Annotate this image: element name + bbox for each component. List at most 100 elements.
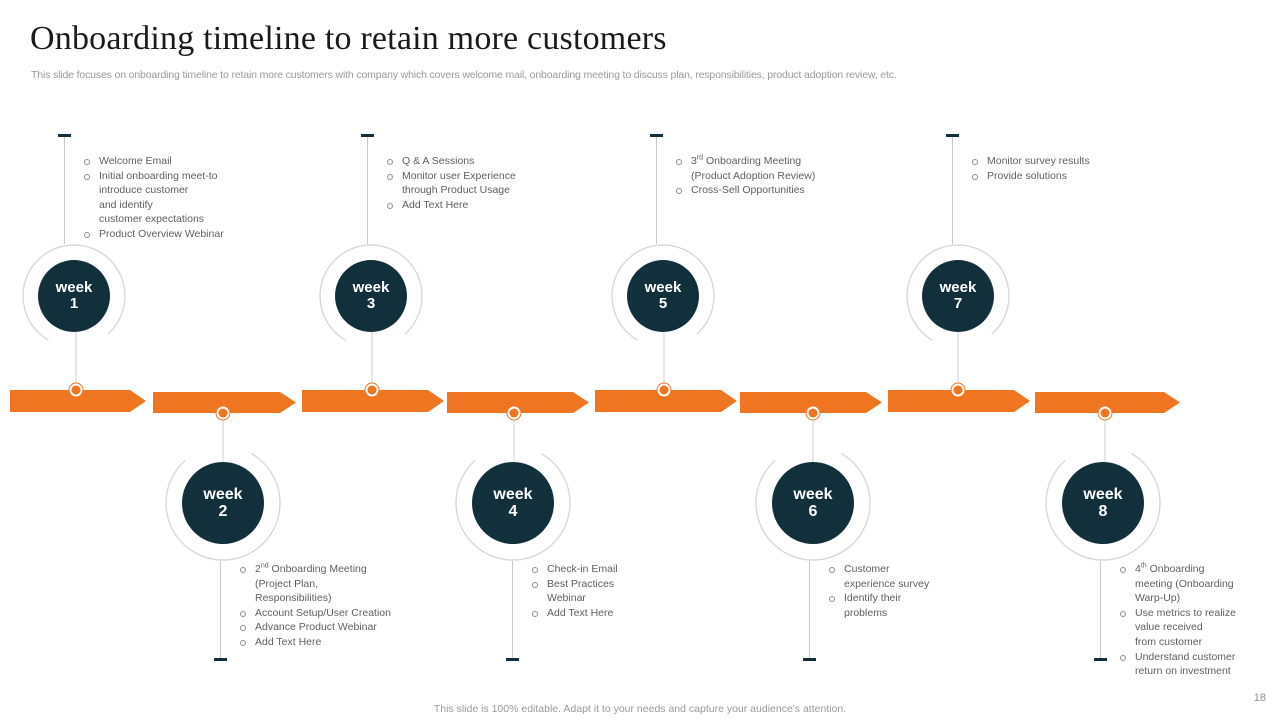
- week-node-ring: [906, 244, 1010, 348]
- bullet-item: Monitor survey results: [970, 154, 1170, 169]
- timeline-segment: [1035, 392, 1180, 413]
- page-subtitle: This slide focuses on onboarding timelin…: [31, 69, 897, 81]
- week-badge-number: 4: [508, 503, 518, 520]
- week-node-ring: [1045, 445, 1161, 561]
- bullet-item: Best Practices Webinar: [530, 577, 730, 606]
- list-rail-cap: [650, 134, 663, 137]
- week-badge-label: week: [939, 278, 977, 296]
- week-badge-label: week: [352, 278, 390, 296]
- timeline-segment: [595, 390, 737, 412]
- week-node-ring: [165, 445, 281, 561]
- list-rail: [512, 561, 513, 660]
- list-rail: [64, 136, 65, 244]
- bullet-item: 4th Onboarding meeting (Onboarding Warp-…: [1118, 562, 1280, 606]
- bullet-item: Add Text Here: [238, 635, 453, 650]
- bullet-item: Add Text Here: [530, 606, 730, 621]
- week-badge-label: week: [793, 485, 833, 503]
- bullet-item: Initial onboarding meet-to introduce cus…: [82, 169, 292, 227]
- milestone-dot: [218, 408, 228, 418]
- week-badge-label: week: [55, 278, 93, 296]
- bullet-item: Q & A Sessions: [385, 154, 600, 169]
- timeline-segment: [153, 392, 296, 413]
- bullet-item: 2nd Onboarding Meeting (Project Plan, Re…: [238, 562, 453, 606]
- bullet-item: Understand customer return on investment: [1118, 650, 1280, 679]
- timeline-segment: [302, 390, 444, 412]
- milestone-dot: [1100, 408, 1110, 418]
- week-2-bullet-list: 2nd Onboarding Meeting (Project Plan, Re…: [238, 562, 453, 650]
- ordinal-superscript: rd: [696, 154, 704, 162]
- list-rail: [952, 136, 953, 244]
- milestone-dot: [808, 408, 818, 418]
- bullet-item: Monitor user Experience through Product …: [385, 169, 600, 198]
- page-number: 18: [1253, 692, 1266, 704]
- week-badge-label: week: [493, 485, 533, 503]
- list-rail: [367, 136, 368, 244]
- page-title: Onboarding timeline to retain more custo…: [30, 20, 667, 57]
- list-rail-cap: [803, 658, 816, 661]
- bullet-item: Cross-Sell Opportunities: [674, 183, 889, 198]
- week-badge-label: week: [203, 485, 243, 503]
- bullet-item: Identify their problems: [827, 591, 1007, 620]
- milestone-dot: [659, 385, 669, 395]
- ordinal-superscript: th: [1140, 562, 1147, 570]
- bullet-item: Welcome Email: [82, 154, 292, 169]
- week-node-ring: [319, 244, 423, 348]
- week-node-ring: [755, 445, 871, 561]
- bullet-item: Account Setup/User Creation: [238, 606, 453, 621]
- bullet-item: Advance Product Webinar: [238, 620, 453, 635]
- week-badge-number: 8: [1098, 503, 1108, 520]
- bullet-item: Check-in Email: [530, 562, 730, 577]
- list-rail-cap: [361, 134, 374, 137]
- timeline-segment: [888, 390, 1030, 412]
- bullet-item: Product Overview Webinar: [82, 227, 292, 242]
- milestone-dot: [367, 385, 377, 395]
- week-5-bullet-list: 3rd Onboarding Meeting (Product Adoption…: [674, 154, 889, 198]
- list-rail: [220, 561, 221, 660]
- timeline-segment: [740, 392, 882, 413]
- bullet-item: Customer experience survey: [827, 562, 1007, 591]
- list-rail-cap: [946, 134, 959, 137]
- timeline-segment: [10, 390, 146, 412]
- week-badge-number: 5: [658, 295, 668, 312]
- week-badge-number: 2: [218, 503, 228, 520]
- list-rail: [809, 561, 810, 660]
- bullet-item: Provide solutions: [970, 169, 1170, 184]
- week-badge-number: 7: [953, 295, 963, 312]
- week-badge-number: 3: [366, 295, 376, 312]
- milestone-dot: [953, 385, 963, 395]
- list-rail-cap: [506, 658, 519, 661]
- week-badge-label: week: [644, 278, 682, 296]
- bullet-item: Use metrics to realize value received fr…: [1118, 606, 1280, 650]
- list-rail: [1100, 561, 1101, 660]
- list-rail-cap: [1094, 658, 1107, 661]
- week-node-ring: [611, 244, 715, 348]
- week-8-bullet-list: 4th Onboarding meeting (Onboarding Warp-…: [1118, 562, 1280, 679]
- bullet-item: 3rd Onboarding Meeting (Product Adoption…: [674, 154, 889, 183]
- week-badge-label: week: [1083, 485, 1123, 503]
- milestone-dot: [71, 385, 81, 395]
- list-rail: [656, 136, 657, 244]
- list-rail-cap: [58, 134, 71, 137]
- footer-note: This slide is 100% editable. Adapt it to…: [433, 703, 847, 715]
- ordinal-superscript: nd: [260, 562, 269, 570]
- timeline-segment: [447, 392, 589, 413]
- list-rail-cap: [214, 658, 227, 661]
- bullet-item: Add Text Here: [385, 198, 600, 213]
- week-node-ring: [22, 244, 126, 348]
- week-badge-number: 6: [808, 503, 818, 520]
